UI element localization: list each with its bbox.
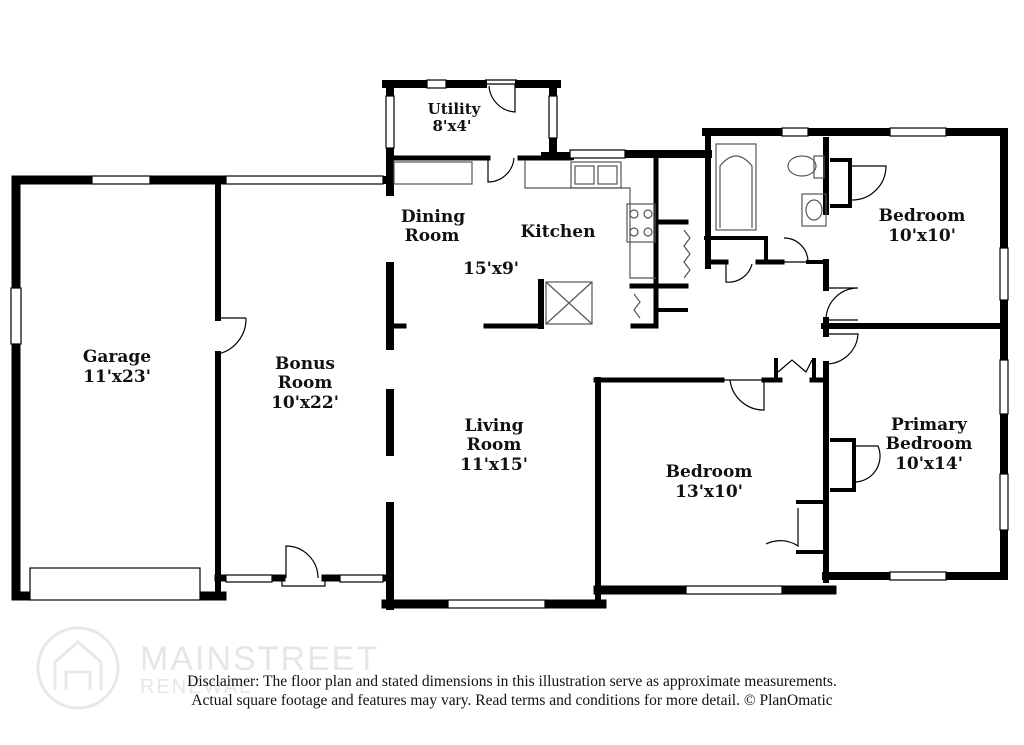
utility-counter bbox=[393, 161, 473, 185]
window-utility-left bbox=[385, 95, 395, 149]
watermark-sub: RENEWAL bbox=[140, 676, 253, 698]
living-dims: 11'x15' bbox=[460, 455, 528, 475]
door-bedroom-mid-closet bbox=[765, 508, 799, 548]
window-primary-bottom bbox=[889, 571, 947, 581]
window-bedroom-ne-top bbox=[889, 127, 947, 137]
door-utility bbox=[487, 157, 515, 183]
fireplace-icon bbox=[545, 281, 593, 325]
window-bonus-top bbox=[225, 175, 384, 185]
bath-inner bbox=[704, 236, 768, 264]
window-primary-right-lower bbox=[999, 473, 1009, 531]
garage-name: Garage bbox=[83, 347, 151, 367]
walls bbox=[11, 80, 1008, 610]
fixtures bbox=[393, 143, 827, 325]
pantry-walls bbox=[629, 157, 689, 329]
door-bedroom-mid bbox=[722, 379, 765, 411]
door-bath-closet bbox=[725, 262, 753, 283]
bathtub-icon bbox=[715, 143, 757, 231]
toilet-icon bbox=[787, 155, 825, 179]
stove-icon bbox=[626, 203, 656, 243]
primary-dims: 10'x14' bbox=[895, 454, 963, 474]
vanity-sink-icon bbox=[801, 193, 827, 227]
door-primary bbox=[825, 333, 859, 365]
window-living-bottom bbox=[447, 599, 546, 609]
garage-dims: 11'x23' bbox=[83, 367, 151, 387]
door-ne-closet bbox=[850, 165, 887, 201]
window-bedroom-ne-right bbox=[999, 247, 1009, 301]
door-utility-exterior bbox=[483, 79, 519, 113]
bedroom-mid-dims: 13'x10' bbox=[675, 482, 743, 502]
doors bbox=[217, 79, 887, 587]
utility-name: Utility bbox=[428, 100, 482, 118]
window-utility-top bbox=[426, 79, 447, 89]
kitchen-counter bbox=[524, 160, 656, 279]
bedroom-ne-closet bbox=[830, 158, 852, 208]
closet-hanger-icon bbox=[633, 293, 641, 319]
bedroom-ne-name: Bedroom bbox=[879, 206, 966, 226]
watermark-logo-icon bbox=[36, 626, 120, 710]
pantry-shelf-icon bbox=[683, 229, 691, 279]
windows bbox=[10, 79, 1009, 609]
hall-closet bbox=[774, 358, 816, 382]
door-garage-bonus bbox=[217, 317, 247, 355]
room-labels: Utility 8'x4' Dining Room Kitchen 15'x9'… bbox=[83, 100, 972, 502]
living-name-2: Room bbox=[467, 435, 522, 455]
bedroom-mid-name: Bedroom bbox=[666, 462, 753, 482]
window-kitchen-top bbox=[569, 149, 626, 159]
garage-door bbox=[29, 567, 201, 601]
bedroom-mid-closet bbox=[796, 500, 828, 554]
bedroom-ne-dims: 10'x10' bbox=[888, 226, 956, 246]
living-name-1: Living bbox=[465, 416, 524, 436]
door-hall-closet bbox=[777, 359, 813, 373]
door-front bbox=[281, 545, 326, 587]
watermark-brand: MAINSTREET bbox=[140, 640, 380, 678]
window-primary-right-upper bbox=[999, 359, 1009, 415]
bonus-dims: 10'x22' bbox=[271, 393, 339, 413]
window-bedroom-mid-bottom bbox=[685, 585, 783, 595]
utility-dims: 8'x4' bbox=[432, 117, 471, 135]
disclaimer-line-2: Actual square footage and features may v… bbox=[191, 692, 833, 709]
door-bath bbox=[782, 237, 809, 263]
bonus-name-2: Room bbox=[278, 373, 333, 393]
window-bonus-bottom-left bbox=[225, 574, 273, 583]
kitchen-dims: 15'x9' bbox=[463, 259, 519, 279]
window-bonus-bottom-right bbox=[339, 574, 384, 583]
primary-name-2: Bedroom bbox=[886, 434, 973, 454]
disclaimer-line-1: Disclaimer: The floor plan and stated di… bbox=[187, 673, 837, 690]
door-bedroom-ne bbox=[825, 287, 859, 321]
door-primary-closet bbox=[854, 445, 881, 483]
dining-name-1: Dining bbox=[401, 207, 465, 227]
bonus-name-1: Bonus bbox=[275, 354, 335, 374]
kitchen-wall-top bbox=[541, 150, 712, 160]
kitchen-sink-icon bbox=[570, 161, 622, 189]
window-bath-top bbox=[781, 127, 809, 137]
dining-name-2: Room bbox=[405, 226, 460, 246]
kitchen-name: Kitchen bbox=[521, 222, 596, 242]
window-garage-left bbox=[10, 287, 22, 345]
window-garage-top bbox=[91, 175, 151, 185]
primary-name-1: Primary bbox=[891, 415, 968, 435]
window-utility-right bbox=[548, 95, 558, 139]
primary-closet bbox=[830, 438, 856, 492]
